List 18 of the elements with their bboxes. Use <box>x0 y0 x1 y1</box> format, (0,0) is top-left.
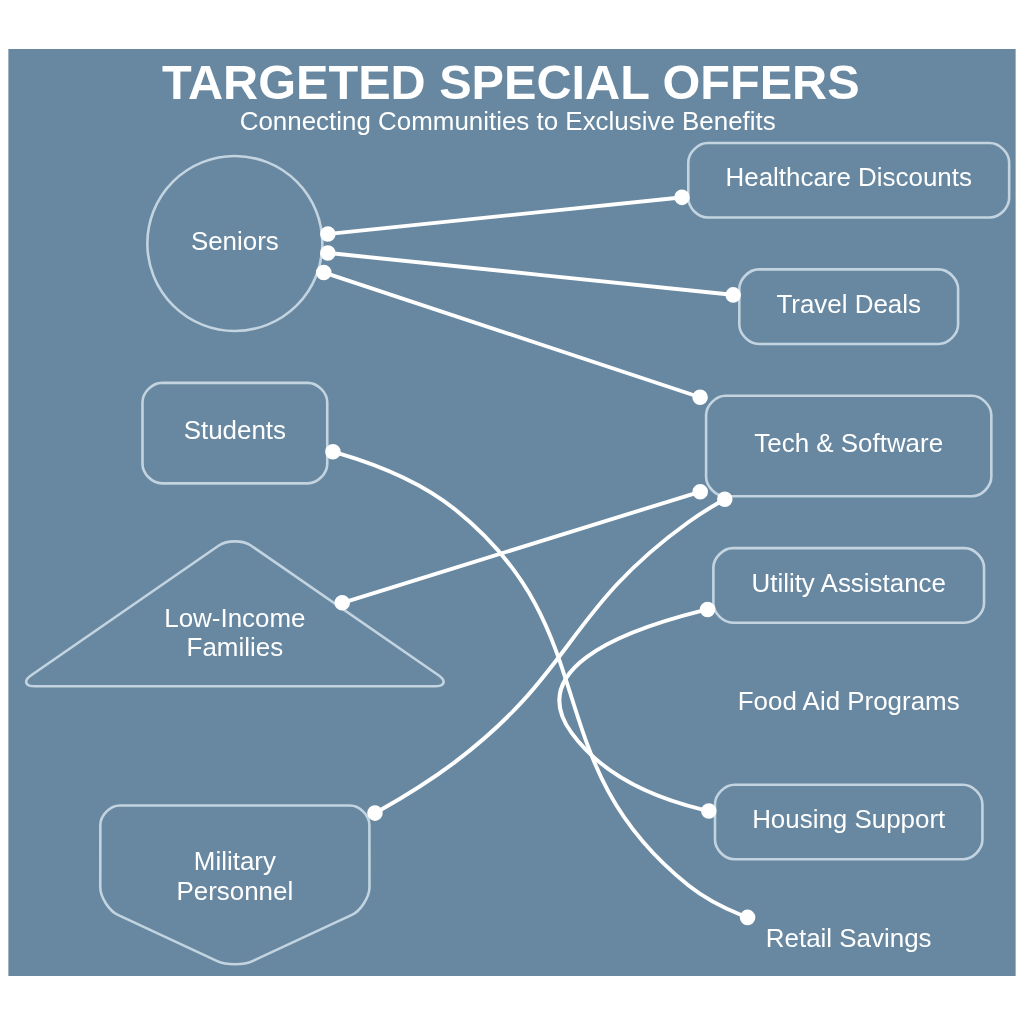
node-box: Utility Assistance <box>712 546 986 624</box>
diagram-title: TARGETED SPECIAL OFFERS <box>161 54 860 109</box>
connector <box>367 491 733 821</box>
node-circle: Seniors <box>146 154 324 332</box>
label: Food Aid Programs <box>737 686 960 715</box>
connector <box>334 483 708 611</box>
connector <box>325 443 756 925</box>
node-box: Travel Deals <box>738 267 960 345</box>
caption: Connecting Communities to Exclusive Benefits <box>239 106 776 135</box>
connector <box>320 189 690 242</box>
connector <box>557 601 717 819</box>
node-text: Retail Savings <box>765 923 932 951</box>
node-box: Students <box>141 381 329 485</box>
connector <box>320 244 741 303</box>
node-box: Healthcare Discounts <box>686 141 1011 219</box>
node-box: Housing Support <box>713 782 984 861</box>
node-box: Tech & Software <box>704 394 993 498</box>
connector <box>315 264 708 405</box>
